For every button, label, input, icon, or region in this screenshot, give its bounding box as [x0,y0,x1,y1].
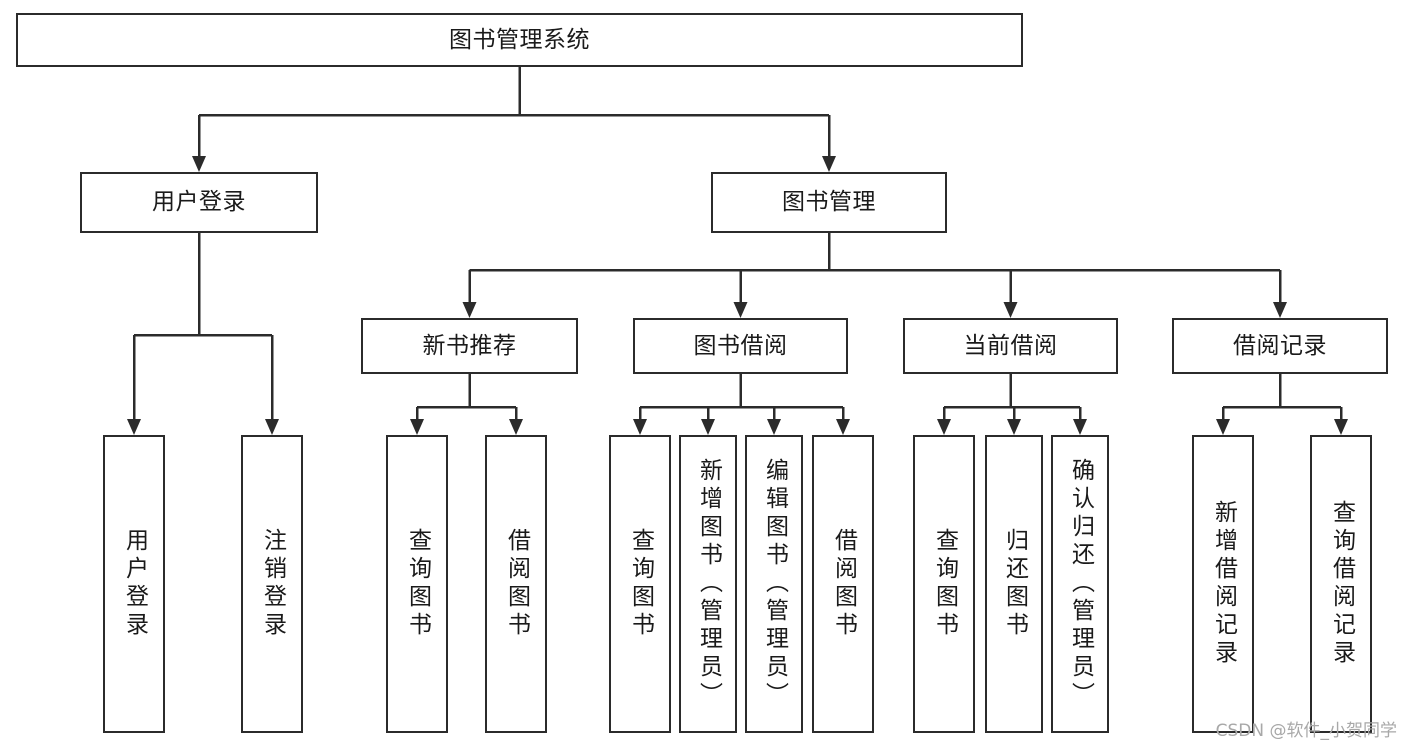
edge-arrowhead-l_userlogin [127,419,141,435]
node-label: 借阅图书 [830,528,857,640]
edge-arrowhead-l_c_return [1007,419,1021,435]
node-label: 编辑图书（管理员） [761,458,788,710]
node-label: 注销登录 [259,528,286,640]
node-newbooks[interactable]: 新书推荐 [361,318,578,374]
edge-arrowhead-l_b_query [633,419,647,435]
node-l_b_query[interactable]: 查询图书 [609,435,671,733]
node-label: 用户登录 [152,189,246,216]
edge-arrowhead-l_nb_borrow [509,419,523,435]
edge-arrowhead-login [192,156,206,172]
node-l_logout[interactable]: 注销登录 [241,435,303,733]
node-label: 归还图书 [1001,528,1028,640]
node-l_b_borrow[interactable]: 借阅图书 [812,435,874,733]
node-l_c_confirm[interactable]: 确认归还（管理员） [1051,435,1109,733]
edge-arrowhead-current [1003,302,1018,318]
node-records[interactable]: 借阅记录 [1172,318,1388,374]
node-label: 查询图书 [931,528,958,640]
node-l_nb_borrow[interactable]: 借阅图书 [485,435,547,733]
edge-arrowhead-l_c_query [937,419,951,435]
edge-arrowhead-l_logout [265,419,279,435]
node-bookmgmt[interactable]: 图书管理 [711,172,947,233]
node-label: 查询借阅记录 [1328,500,1355,668]
node-label: 新书推荐 [422,332,517,359]
node-l_b_add[interactable]: 新增图书（管理员） [679,435,737,733]
node-label: 新增借阅记录 [1210,500,1237,668]
node-label: 查询图书 [404,528,431,640]
node-label: 查询图书 [627,528,654,640]
node-label: 新增图书（管理员） [695,458,722,710]
node-label: 借阅记录 [1233,332,1327,359]
node-login[interactable]: 用户登录 [80,172,318,233]
edge-arrowhead-newbooks [462,302,477,318]
node-l_b_edit[interactable]: 编辑图书（管理员） [745,435,803,733]
node-current[interactable]: 当前借阅 [903,318,1118,374]
edge-arrowhead-l_b_edit [767,419,781,435]
node-label: 借阅图书 [503,528,530,640]
node-l_c_query[interactable]: 查询图书 [913,435,975,733]
csdn-watermark: CSDN @软件_小贺同学 [1215,721,1397,741]
node-label: 当前借阅 [963,332,1058,359]
edge-arrowhead-l_c_confirm [1073,419,1087,435]
node-label: 用户登录 [121,528,148,640]
node-l_r_add[interactable]: 新增借阅记录 [1192,435,1254,733]
edge-arrowhead-l_r_add [1216,419,1230,435]
edge-arrowhead-records [1273,302,1287,318]
node-borrow[interactable]: 图书借阅 [633,318,848,374]
node-root[interactable]: 图书管理系统 [16,13,1023,67]
edge-arrowhead-l_nb_query [410,419,424,435]
node-label: 确认归还（管理员） [1067,458,1094,710]
node-l_nb_query[interactable]: 查询图书 [386,435,448,733]
edge-arrowhead-borrow [733,302,748,318]
node-label: 图书管理系统 [449,26,590,53]
node-label: 图书管理 [782,189,876,216]
edge-arrowhead-bookmgmt [822,156,836,172]
node-l_c_return[interactable]: 归还图书 [985,435,1043,733]
node-l_userlogin[interactable]: 用户登录 [103,435,165,733]
edge-arrowhead-l_b_add [701,419,715,435]
edge-arrowhead-l_b_borrow [836,419,850,435]
node-label: 图书借阅 [693,332,788,359]
edge-arrowhead-l_r_query [1334,419,1348,435]
node-l_r_query[interactable]: 查询借阅记录 [1310,435,1372,733]
